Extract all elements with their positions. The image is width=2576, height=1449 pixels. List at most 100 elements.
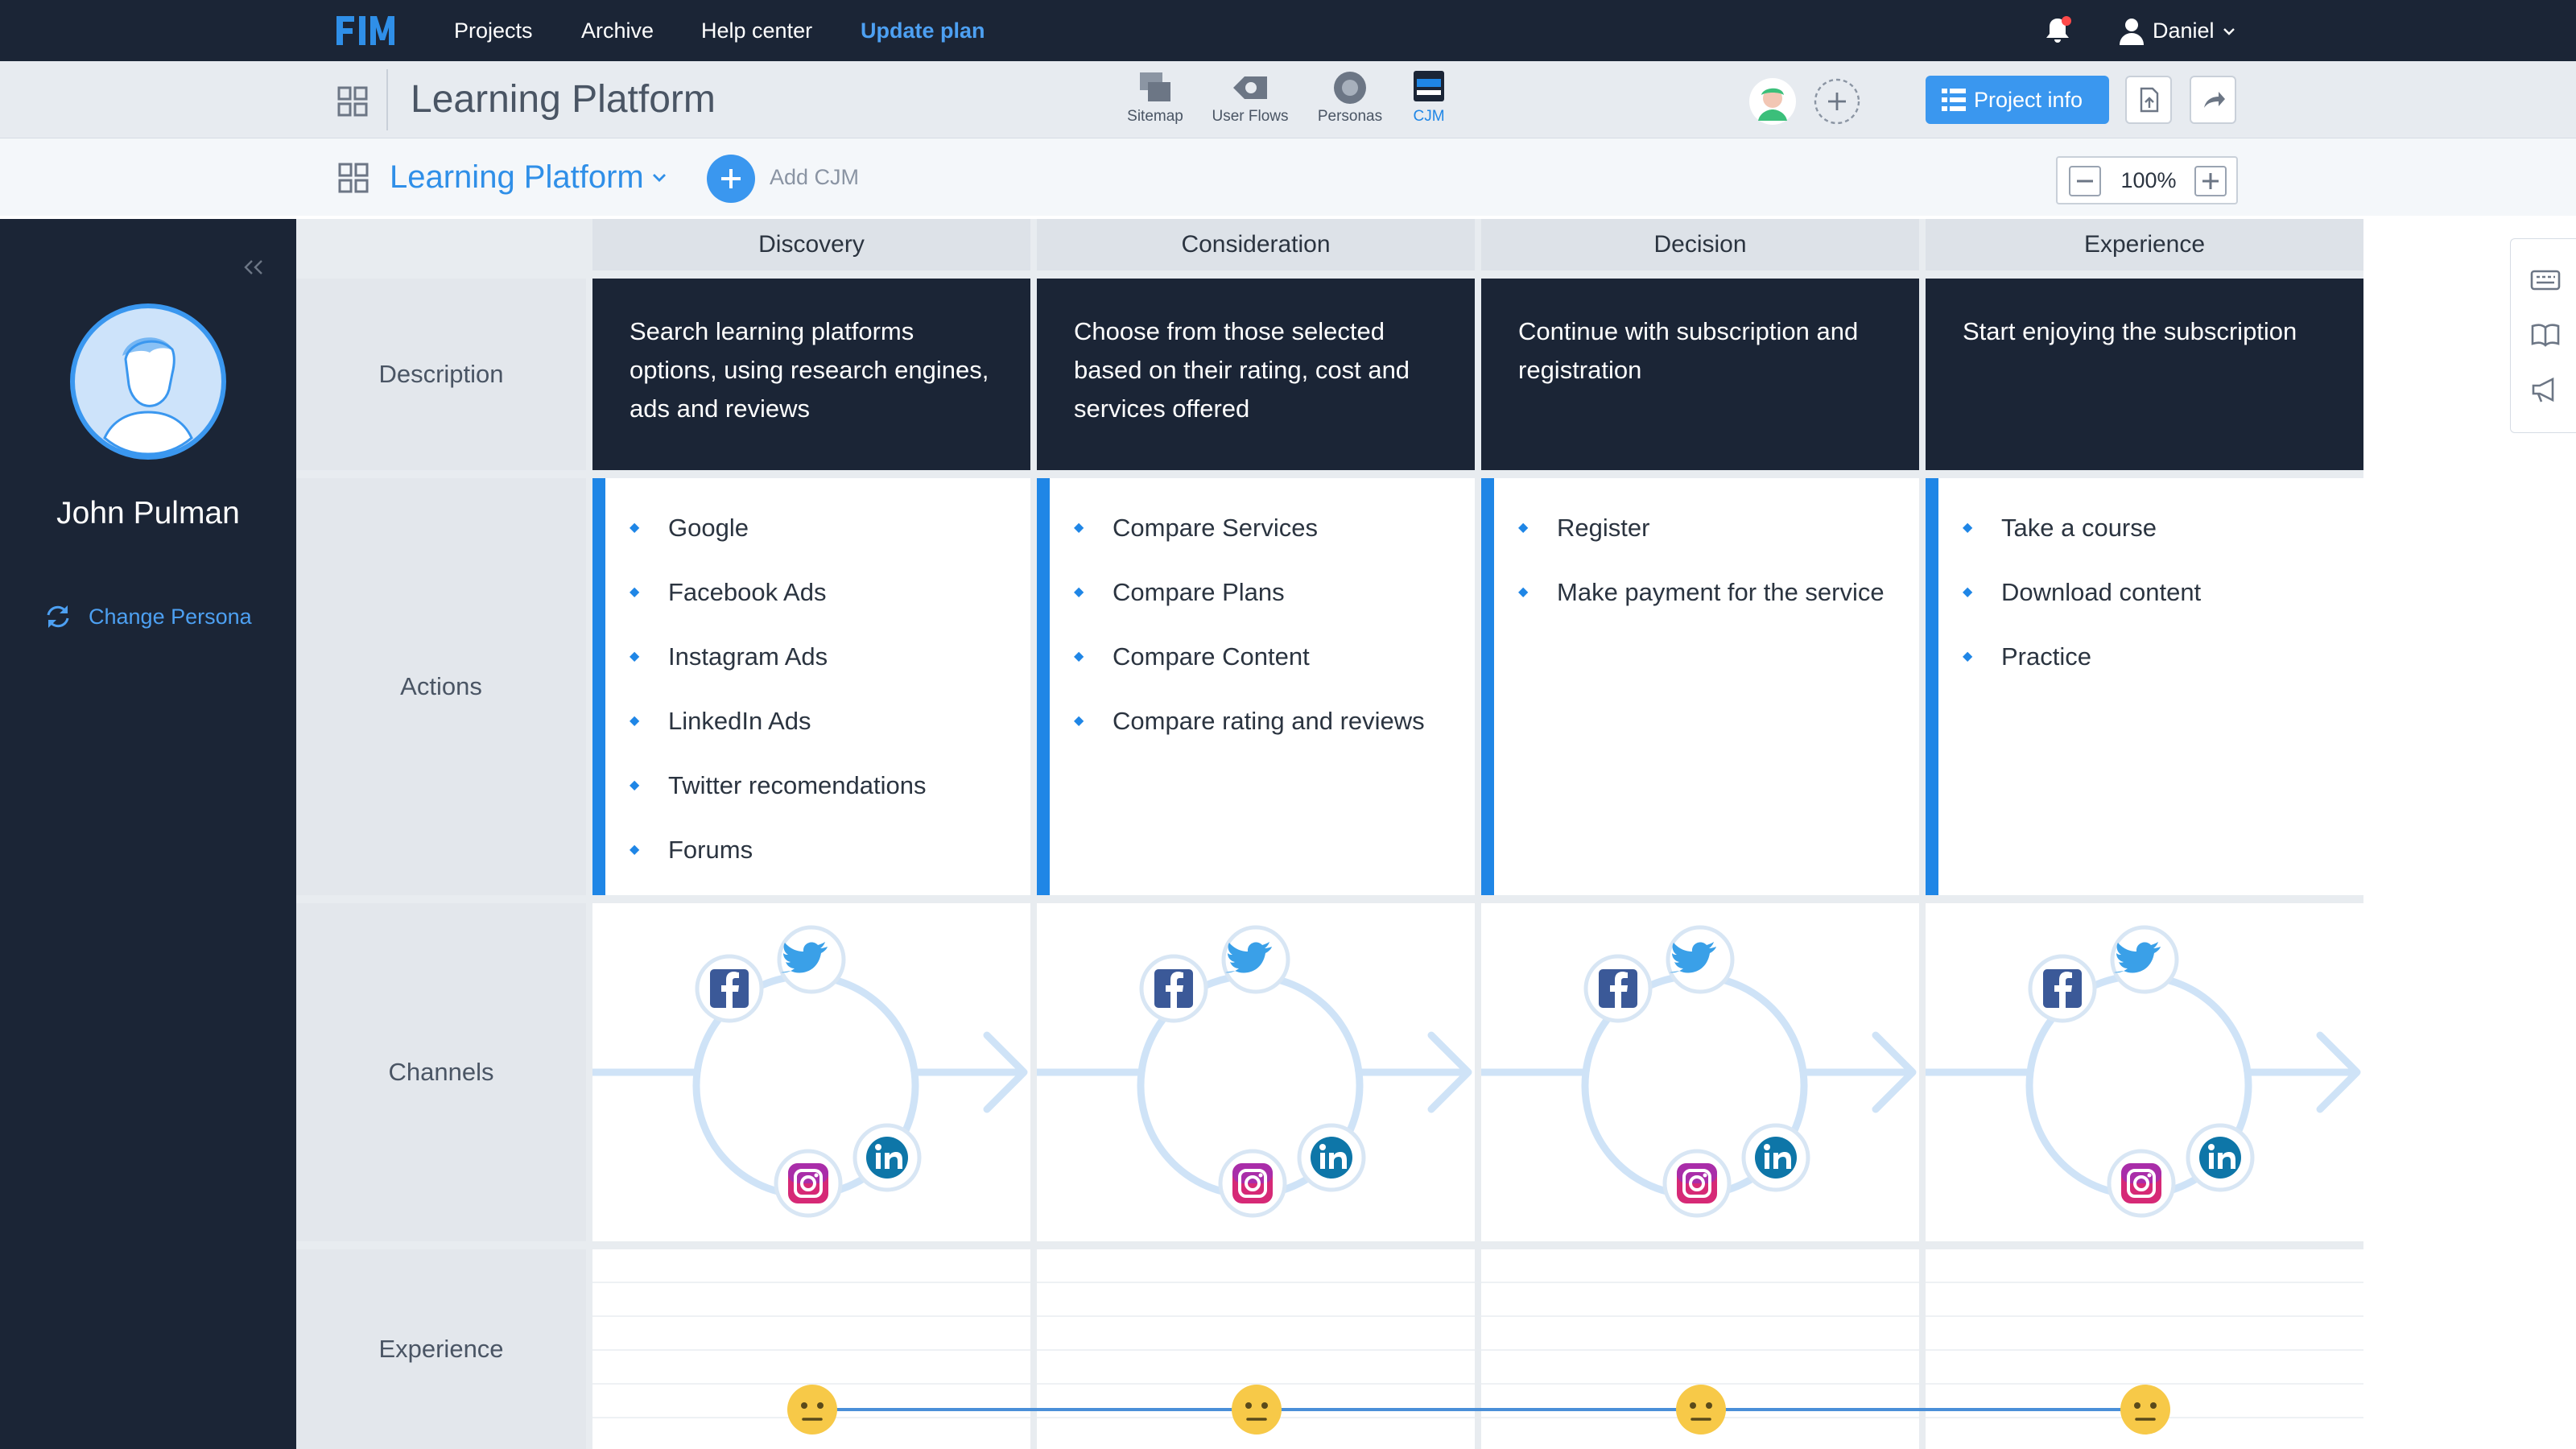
list-item: Compare Services	[1074, 509, 1475, 547]
row-label-actions: Actions	[296, 478, 586, 895]
mode-sitemap-button[interactable]: Sitemap	[1111, 69, 1199, 130]
user-name[interactable]: Daniel	[2153, 19, 2215, 43]
sitemap-icon	[1140, 72, 1170, 101]
share-arrow-icon	[2204, 92, 2225, 108]
list-item: Take a course	[1963, 509, 2363, 547]
instagram-icon[interactable]	[1218, 1149, 1287, 1218]
facebook-icon[interactable]	[695, 954, 764, 1023]
facebook-icon[interactable]	[1583, 954, 1653, 1023]
facebook-icon[interactable]	[2028, 954, 2097, 1023]
mode-user-flows-button[interactable]: User Flows	[1206, 69, 1294, 130]
top-navigation-bar: Projects Archive Help center Update plan…	[0, 0, 2576, 61]
cjm-toolbar: Learning Platform Add CJM 100%	[0, 138, 2576, 216]
list-item: Compare rating and reviews	[1074, 702, 1475, 741]
cjm-title-dropdown[interactable]: Learning Platform	[390, 159, 644, 195]
stage-header-consideration[interactable]: Consideration	[1037, 219, 1475, 270]
export-document-icon	[2140, 87, 2159, 113]
stage-actions[interactable]: Compare Services Compare Plans Compare C…	[1037, 478, 1475, 895]
stage-channels[interactable]	[1926, 903, 2363, 1241]
collaborator-avatar[interactable]	[1748, 77, 1797, 126]
channels-diagram	[592, 925, 1028, 1218]
share-button[interactable]	[2190, 76, 2236, 124]
linkedin-icon[interactable]	[1297, 1123, 1366, 1192]
row-label-channels: Channels	[296, 903, 586, 1241]
experience-curve-line	[811, 1408, 2146, 1411]
right-tools-panel	[2510, 238, 2576, 433]
list-item: Forums	[630, 831, 1030, 869]
stage-channels[interactable]	[1481, 903, 1919, 1241]
stage-description[interactable]: Start enjoying the subscription	[1926, 279, 2363, 470]
stage-channels[interactable]	[592, 903, 1030, 1241]
stage-description[interactable]: Search learning platforms options, using…	[592, 279, 1030, 470]
zoom-out-button[interactable]	[2069, 166, 2101, 196]
list-item: Register	[1518, 509, 1919, 547]
channels-diagram	[1926, 925, 2361, 1218]
stage-header-experience[interactable]: Experience	[1926, 219, 2363, 270]
instagram-icon[interactable]	[2107, 1149, 2176, 1218]
change-persona-link[interactable]: Change Persona	[43, 601, 252, 633]
stage-actions[interactable]: Google Facebook Ads Instagram Ads Linked…	[592, 478, 1030, 895]
cjm-list-grid-icon[interactable]	[338, 163, 369, 193]
chevron-down-icon[interactable]	[2222, 24, 2236, 39]
project-info-button[interactable]: Project info	[1926, 76, 2109, 124]
channels-diagram	[1481, 925, 1917, 1218]
list-item: Compare Content	[1074, 638, 1475, 676]
instagram-icon[interactable]	[774, 1149, 843, 1218]
cjm-icon	[1414, 71, 1444, 101]
dashboard-grid-icon[interactable]	[336, 85, 369, 118]
collapse-sidebar-icon[interactable]	[240, 258, 267, 277]
mode-personas-button[interactable]: Personas	[1306, 69, 1394, 130]
arrow-right-icon	[983, 1031, 1028, 1113]
persona-avatar[interactable]	[69, 303, 227, 460]
neutral-face-emoji-icon[interactable]	[1230, 1383, 1283, 1436]
zoom-level: 100%	[2120, 168, 2177, 192]
keyboard-icon[interactable]	[2530, 265, 2561, 295]
zoom-control: 100%	[2056, 156, 2238, 204]
list-item: Make payment for the service	[1518, 573, 1919, 612]
export-button[interactable]	[2125, 76, 2172, 124]
add-collaborator-button[interactable]	[1813, 77, 1861, 126]
project-title: Learning Platform	[411, 78, 716, 121]
neutral-face-emoji-icon[interactable]	[786, 1383, 839, 1436]
list-icon	[1942, 89, 1966, 111]
book-icon[interactable]	[2530, 320, 2561, 350]
minus-icon	[2077, 180, 2093, 183]
twitter-icon[interactable]	[1666, 925, 1735, 994]
nav-projects[interactable]: Projects	[454, 19, 533, 43]
neutral-face-emoji-icon[interactable]	[1674, 1383, 1728, 1436]
stage-description[interactable]: Choose from those selected based on thei…	[1037, 279, 1475, 470]
zoom-in-button[interactable]	[2194, 166, 2227, 196]
stage-actions[interactable]: Take a course Download content Practice	[1926, 478, 2363, 895]
notifications-bell-icon[interactable]	[2041, 14, 2074, 47]
add-cjm-button[interactable]	[707, 155, 755, 203]
row-label-description: Description	[296, 279, 586, 470]
nav-update-plan[interactable]: Update plan	[861, 19, 985, 43]
user-avatar-icon[interactable]	[2116, 14, 2148, 47]
linkedin-icon[interactable]	[2186, 1123, 2255, 1192]
stage-channels[interactable]	[1037, 903, 1475, 1241]
twitter-icon[interactable]	[2110, 925, 2179, 994]
mode-cjm-button[interactable]: CJM	[1385, 69, 1473, 130]
instagram-icon[interactable]	[1662, 1149, 1732, 1218]
user-flows-icon	[1233, 76, 1267, 99]
twitter-icon[interactable]	[777, 925, 846, 994]
stage-header-discovery[interactable]: Discovery	[592, 219, 1030, 270]
twitter-icon[interactable]	[1221, 925, 1290, 994]
add-cjm-label[interactable]: Add CJM	[770, 165, 860, 189]
stage-description[interactable]: Continue with subscription and registrat…	[1481, 279, 1919, 470]
app-logo-icon[interactable]	[335, 13, 404, 48]
neutral-face-emoji-icon[interactable]	[2119, 1383, 2172, 1436]
linkedin-icon[interactable]	[1741, 1123, 1810, 1192]
megaphone-icon[interactable]	[2530, 374, 2561, 405]
channels-diagram	[1037, 925, 1472, 1218]
nav-help-center[interactable]: Help center	[701, 19, 813, 43]
facebook-icon[interactable]	[1139, 954, 1208, 1023]
stage-header-decision[interactable]: Decision	[1481, 219, 1919, 270]
list-item: Google	[630, 509, 1030, 547]
linkedin-icon[interactable]	[852, 1123, 922, 1192]
list-item: Twitter recomendations	[630, 766, 1030, 805]
chevron-down-icon[interactable]	[650, 171, 668, 185]
list-item: Practice	[1963, 638, 2363, 676]
nav-archive[interactable]: Archive	[581, 19, 654, 43]
stage-actions[interactable]: Register Make payment for the service	[1481, 478, 1919, 895]
